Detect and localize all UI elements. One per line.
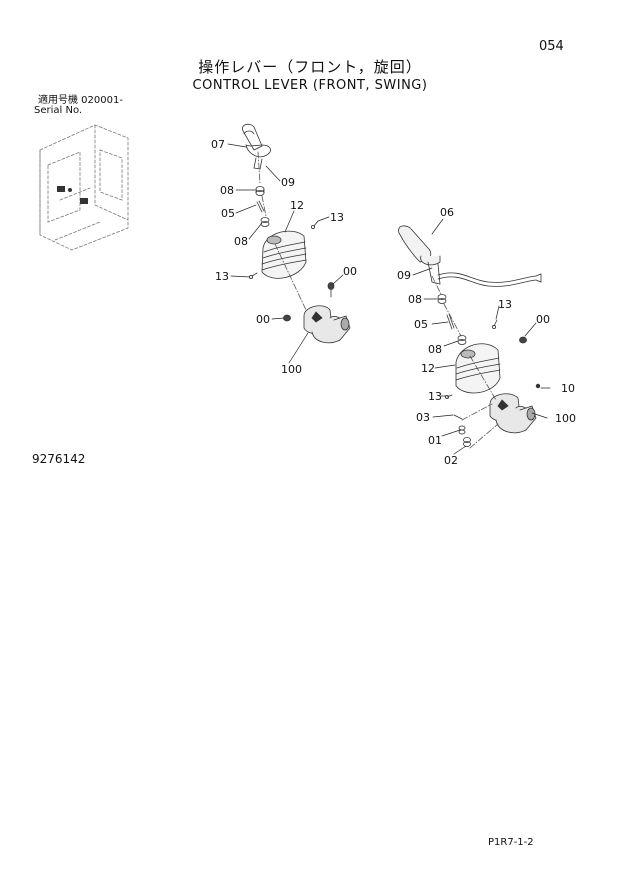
pilot-valve-right bbox=[489, 393, 537, 434]
callout-right-03: 03 bbox=[416, 411, 430, 424]
callout-left-09: 09 bbox=[281, 176, 295, 189]
screw-13-left-lower bbox=[248, 272, 258, 279]
right-control-lever-assembly bbox=[398, 225, 542, 449]
page-number: 054 bbox=[539, 39, 564, 54]
nut-08-left-lower bbox=[260, 217, 270, 227]
callout-right-13a: 13 bbox=[498, 298, 512, 311]
machine-location-thumbnail bbox=[39, 124, 129, 251]
rod-05-left bbox=[256, 200, 265, 213]
page-title-english: CONTROL LEVER (FRONT, SWING) bbox=[192, 78, 428, 93]
lever-grip-left bbox=[242, 123, 271, 170]
callout-right-02: 02 bbox=[444, 454, 458, 467]
reference-code: P1R7-1-2 bbox=[488, 837, 534, 848]
nut-08-right-upper bbox=[437, 294, 447, 304]
screw-13-right-lower bbox=[444, 394, 453, 399]
pin-10-right bbox=[535, 383, 541, 389]
callout-leaders bbox=[227, 143, 551, 455]
callout-left-08b: 08 bbox=[234, 235, 248, 248]
callout-left-00a: 00 bbox=[343, 265, 357, 278]
seat-highlight bbox=[57, 186, 88, 204]
spring-03-right bbox=[453, 414, 463, 420]
nut-08-right-lower bbox=[457, 335, 467, 345]
serial-number-label: Serial No. bbox=[34, 105, 83, 116]
callout-left-13b: 13 bbox=[215, 270, 229, 283]
pilot-valve-left bbox=[303, 305, 351, 344]
washer-01-right bbox=[458, 425, 466, 435]
callout-right-09: 09 bbox=[397, 269, 411, 282]
left-control-lever-assembly bbox=[242, 123, 351, 344]
figure-number: 9276142 bbox=[32, 452, 86, 466]
callout-left-12: 12 bbox=[290, 199, 304, 212]
callout-right-13b: 13 bbox=[428, 390, 442, 403]
callout-right-100: 100 bbox=[555, 412, 576, 425]
nut-08-left-upper bbox=[255, 186, 265, 196]
nut-02-right bbox=[463, 437, 471, 447]
rod-05-right bbox=[446, 313, 455, 330]
callout-left-08a: 08 bbox=[220, 184, 234, 197]
callout-right-08b: 08 bbox=[428, 343, 442, 356]
screw-13-right-upper bbox=[491, 319, 498, 329]
cable-harness-right bbox=[437, 272, 542, 287]
rubber-boot-right bbox=[455, 343, 501, 394]
callout-right-05: 05 bbox=[414, 318, 428, 331]
bolt-00-left-lower bbox=[283, 314, 291, 322]
callout-left-05: 05 bbox=[221, 207, 235, 220]
callout-left-00b: 00 bbox=[256, 313, 270, 326]
screw-13-left-upper bbox=[310, 220, 319, 229]
callout-right-08a: 08 bbox=[408, 293, 422, 306]
callout-left-07: 07 bbox=[211, 138, 225, 151]
rubber-boot-left bbox=[261, 230, 307, 279]
serial-applicability-label: 適用号機 020001- bbox=[38, 95, 123, 106]
callout-right-01: 01 bbox=[428, 434, 442, 447]
bolt-00-left-upper bbox=[327, 282, 335, 298]
callout-left-100: 100 bbox=[281, 363, 302, 376]
callout-right-00: 00 bbox=[536, 313, 550, 326]
callout-right-06: 06 bbox=[440, 206, 454, 219]
callout-left-13a: 13 bbox=[330, 211, 344, 224]
callout-right-10: 10 bbox=[561, 382, 575, 395]
page-title-japanese: 操作レバー（フロント，旋回） bbox=[198, 58, 422, 76]
callout-right-12: 12 bbox=[421, 362, 435, 375]
lever-grip-right bbox=[398, 225, 441, 285]
bolt-00-right bbox=[519, 336, 527, 344]
